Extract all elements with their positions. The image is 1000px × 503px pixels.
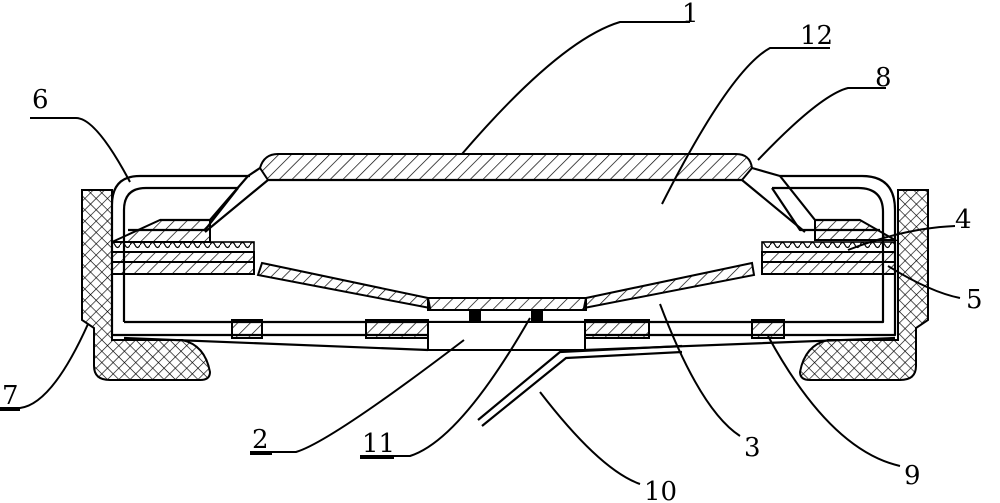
- left-wave-layer: [111, 241, 255, 253]
- label-9: 9: [904, 461, 921, 491]
- leader-4: [847, 225, 956, 251]
- leader-8: [757, 87, 886, 161]
- leader-9: [767, 335, 901, 467]
- sensor-dot-left: [469, 309, 481, 321]
- bottom-pad-2: [365, 319, 429, 339]
- leader-10: [539, 391, 641, 485]
- membrane-left-slope: [256, 261, 432, 310]
- label-1: 1: [682, 0, 699, 29]
- label-5: 5: [966, 285, 983, 315]
- leader-5: [887, 265, 961, 299]
- label-2: 2: [252, 425, 269, 455]
- bottom-recess: [427, 321, 586, 351]
- bottom-pad-4: [751, 319, 785, 339]
- top-cover-inner-arch: [204, 178, 806, 233]
- label-3: 3: [744, 433, 761, 463]
- right-hatch-layer: [761, 251, 896, 263]
- top-cover-edge-left: [247, 167, 261, 177]
- leader-6: [30, 117, 131, 183]
- label-10: 10: [644, 477, 677, 503]
- leader-2: [250, 339, 465, 453]
- left-base-strip: [111, 261, 255, 275]
- sensor-dot-right: [531, 309, 543, 321]
- lead-wire: [477, 344, 683, 427]
- right-wave-layer: [761, 241, 896, 253]
- label-6: 6: [32, 85, 49, 115]
- leader-11: [360, 317, 531, 457]
- bottom-pad-3: [584, 319, 650, 339]
- label-4: 4: [955, 205, 972, 235]
- right-clamp-block: [814, 219, 899, 241]
- left-clip: [81, 189, 212, 381]
- left-clamp-block: [111, 219, 211, 243]
- label-11: 11: [362, 429, 395, 459]
- left-hatch-layer: [111, 251, 255, 263]
- leader-12: [661, 47, 830, 205]
- label-12: 12: [800, 21, 833, 51]
- top-plate-hatched: [258, 153, 754, 181]
- membrane-right-slope: [582, 261, 756, 310]
- label-7: 7: [2, 381, 19, 411]
- bottom-pad-1: [231, 319, 263, 339]
- outer-housing-inner-wall: [122, 186, 885, 324]
- leader-1: [461, 21, 690, 155]
- label-8: 8: [875, 63, 892, 93]
- leader-3: [659, 303, 741, 437]
- membrane-centre: [427, 297, 587, 311]
- top-cover-edge-right: [751, 166, 781, 178]
- right-clip: [798, 189, 929, 381]
- right-base-strip: [761, 261, 896, 275]
- leader-7: [0, 323, 89, 409]
